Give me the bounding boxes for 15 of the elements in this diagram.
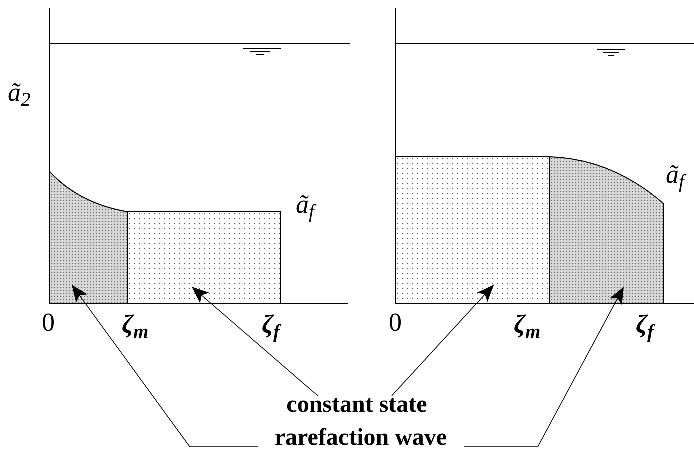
axis-tick-label: ζ$_{m}$ bbox=[514, 310, 541, 340]
leader-arrow bbox=[464, 286, 624, 448]
leader-arrow bbox=[392, 284, 494, 396]
leader-arrow bbox=[72, 284, 258, 448]
variable-label: ã$_{f}$ bbox=[666, 160, 684, 190]
variable-label: ã$_{2}$ bbox=[8, 78, 31, 108]
axis-tick-label: ζ$_{m}$ bbox=[122, 310, 149, 340]
axis-origin-label: 0 bbox=[42, 308, 55, 338]
axis-origin-label: 0 bbox=[389, 308, 402, 338]
region-caption: rarefaction wave bbox=[274, 424, 448, 453]
variable-label: ã$_{f}$ bbox=[296, 190, 314, 220]
axis-tick-label: ζ$_{f}$ bbox=[636, 310, 654, 340]
region-caption: constant state bbox=[286, 391, 428, 420]
leader-arrow bbox=[192, 286, 318, 396]
axis-tick-label: ζ$_{f}$ bbox=[262, 310, 280, 340]
